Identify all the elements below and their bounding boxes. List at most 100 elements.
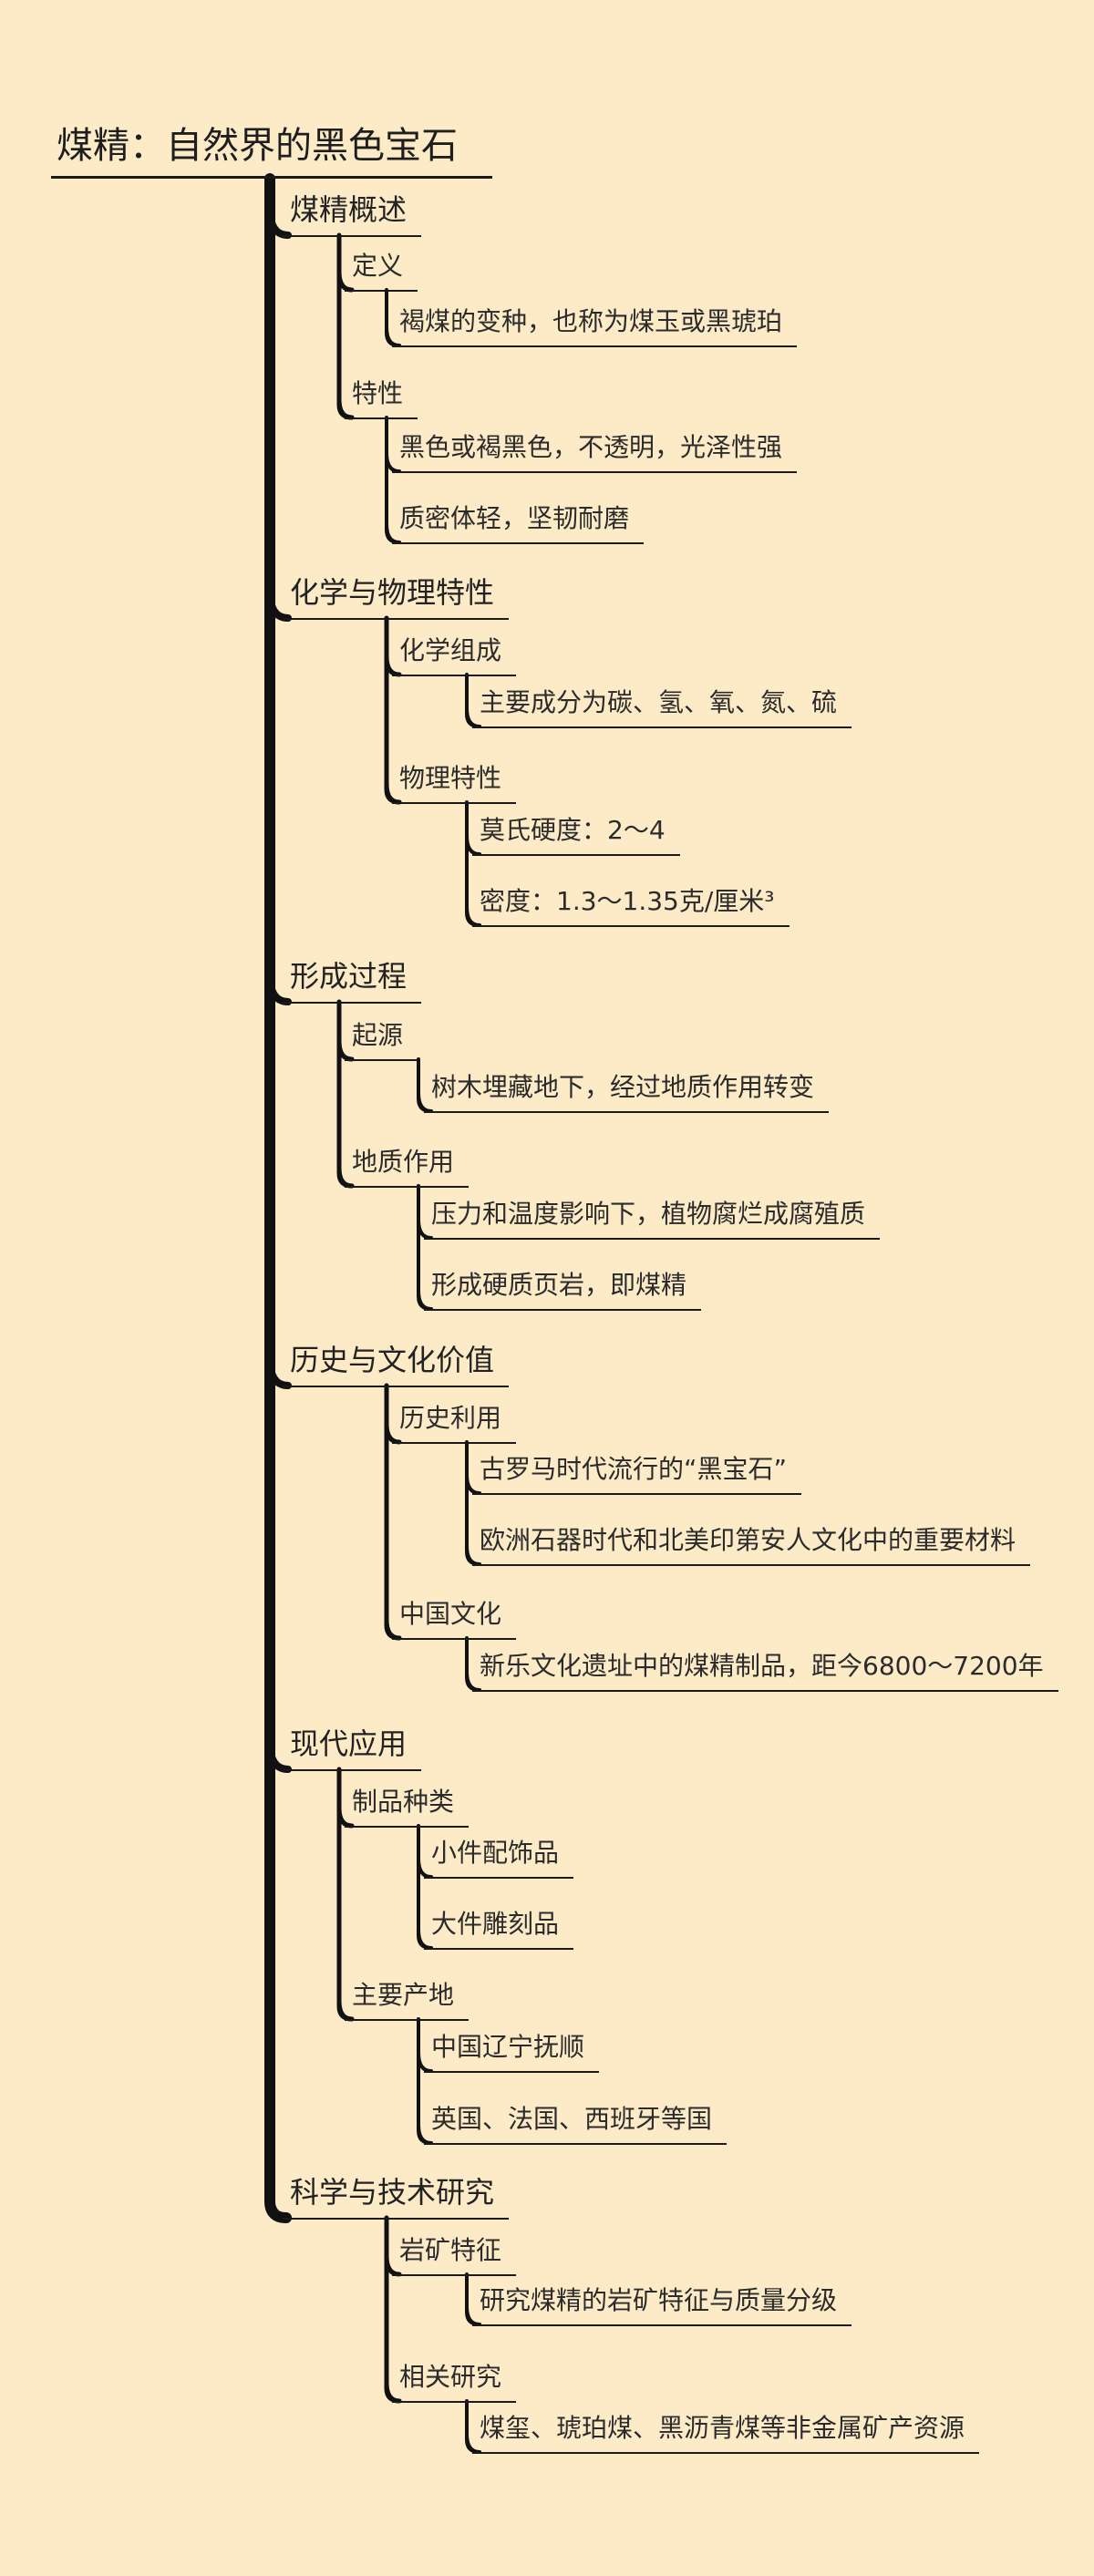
leaf-5-0-0-label: 研究煤精的岩矿特征与质量分级 — [480, 2285, 838, 2315]
leaf-connector-3-0-1 — [465, 1544, 481, 1566]
branch-3[interactable]: 历史与文化价值 — [290, 1345, 494, 1375]
leaf-connector-2-1-0 — [417, 1218, 433, 1240]
topic-0-1[interactable]: 特性 — [352, 381, 403, 407]
branch-2[interactable]: 形成过程 — [290, 962, 407, 991]
leaf-connector-5-1-0 — [465, 2432, 481, 2454]
leaf-2-0-0[interactable]: 树木埋藏地下，经过地质作用转变 — [431, 1075, 814, 1100]
leaf-1-0-0[interactable]: 主要成分为碳、氢、氧、氮、硫 — [480, 690, 837, 716]
leaf-trunk-1-1 — [465, 800, 481, 927]
leaf-1-1-1-label: 密度：1.3～1.35克/厘米³ — [480, 886, 775, 916]
leaf-0-1-0-label: 黑色或褐黑色，不透明，光泽性强 — [399, 432, 783, 462]
leaf-connector-0-1-1 — [385, 522, 401, 544]
branch-connector-1 — [266, 587, 292, 622]
leaf-4-1-0-label: 中国辽宁抚顺 — [431, 2032, 585, 2062]
leaf-0-1-1-underline — [392, 542, 645, 544]
topic-4-1[interactable]: 主要产地 — [352, 1983, 454, 2008]
branch-4-label: 现代应用 — [290, 1726, 408, 1761]
leaf-0-1-0[interactable]: 黑色或褐黑色，不透明，光泽性强 — [399, 435, 782, 460]
leaf-trunk-4-1 — [417, 2017, 433, 2145]
leaf-3-0-1-label: 欧洲石器时代和北美印第安人文化中的重要材料 — [480, 1525, 1017, 1555]
topic-1-0-label: 化学组成 — [399, 635, 502, 665]
topic-4-1-label: 主要产地 — [352, 1980, 455, 2010]
branch-5[interactable]: 科学与技术研究 — [290, 2178, 494, 2207]
leaf-3-1-0[interactable]: 新乐文化遗址中的煤精制品，距今6800～7200年 — [480, 1654, 1044, 1679]
topic-4-0-underline — [345, 1826, 470, 1828]
leaf-4-0-1[interactable]: 大件雕刻品 — [431, 1911, 559, 1937]
leaf-4-1-1[interactable]: 英国、法国、西班牙等国 — [431, 2107, 712, 2132]
sub-connector-0-0 — [336, 269, 355, 293]
topic-5-0-label: 岩矿特征 — [399, 2235, 502, 2265]
topic-5-1[interactable]: 相关研究 — [399, 2365, 501, 2390]
leaf-2-1-0[interactable]: 压力和温度影响下，植物腐烂成腐殖质 — [431, 1201, 865, 1227]
leaf-2-1-1-underline — [424, 1309, 702, 1311]
sub-trunk-2 — [336, 999, 355, 1189]
branch-1[interactable]: 化学与物理特性 — [290, 578, 494, 607]
topic-1-1[interactable]: 物理特性 — [399, 766, 501, 791]
leaf-1-0-0-underline — [472, 726, 852, 728]
leaf-0-1-1[interactable]: 质密体轻，坚韧耐磨 — [399, 506, 629, 531]
topic-4-0-label: 制品种类 — [352, 1787, 455, 1817]
leaf-trunk-2-1 — [417, 1184, 433, 1311]
sub-connector-4-1 — [336, 1998, 355, 2022]
leaf-1-1-1[interactable]: 密度：1.3～1.35克/厘米³ — [480, 889, 775, 914]
leaf-4-1-1-label: 英国、法国、西班牙等国 — [431, 2104, 713, 2134]
leaf-connector-1-0-0 — [465, 706, 481, 728]
leaf-3-0-1[interactable]: 欧洲石器时代和北美印第安人文化中的重要材料 — [480, 1528, 1016, 1553]
topic-1-0[interactable]: 化学组成 — [399, 638, 501, 664]
leaf-3-0-0[interactable]: 古罗马时代流行的“黑宝石” — [480, 1457, 787, 1482]
sub-connector-1-0 — [384, 654, 402, 677]
branch-2-underline — [283, 1002, 422, 1004]
leaf-5-0-0[interactable]: 研究煤精的岩矿特征与质量分级 — [480, 2288, 837, 2313]
topic-2-0[interactable]: 起源 — [352, 1023, 403, 1048]
leaf-0-0-0[interactable]: 褐煤的变种，也称为煤玉或黑琥珀 — [399, 309, 782, 335]
root-title: 煤精：自然界的黑色宝石 — [57, 125, 458, 167]
branch-0-underline — [283, 235, 422, 237]
leaf-2-1-1[interactable]: 形成硬质页岩，即煤精 — [431, 1273, 686, 1298]
leaf-connector-0-1-0 — [385, 451, 401, 473]
leaf-3-0-0-label: 古罗马时代流行的“黑宝石” — [480, 1454, 788, 1484]
leaf-connector-2-1-1 — [417, 1289, 433, 1311]
topic-0-0[interactable]: 定义 — [352, 253, 403, 279]
sub-connector-3-0 — [384, 1421, 402, 1445]
branch-5-label: 科学与技术研究 — [290, 2175, 495, 2210]
branch-1-underline — [283, 618, 510, 620]
leaf-4-0-0-label: 小件配饰品 — [431, 1838, 560, 1868]
topic-5-0[interactable]: 岩矿特征 — [399, 2238, 501, 2263]
leaf-0-0-0-underline — [392, 345, 798, 347]
branch-0-label: 煤精概述 — [290, 192, 408, 227]
leaf-0-1-0-underline — [392, 471, 798, 473]
leaf-4-1-1-underline — [424, 2143, 728, 2145]
branch-4[interactable]: 现代应用 — [290, 1729, 407, 1758]
root-node[interactable]: 煤精：自然界的黑色宝石 — [57, 128, 458, 164]
topic-3-0[interactable]: 历史利用 — [399, 1406, 501, 1431]
topic-4-0[interactable]: 制品种类 — [352, 1789, 454, 1815]
leaf-connector-5-0-0 — [465, 2304, 481, 2326]
leaf-trunk-4-0 — [417, 1824, 433, 1950]
leaf-2-1-1-label: 形成硬质页岩，即煤精 — [431, 1270, 687, 1300]
leaf-3-0-0-underline — [472, 1493, 802, 1495]
topic-2-1[interactable]: 地质作用 — [352, 1149, 454, 1175]
topic-3-1[interactable]: 中国文化 — [399, 1602, 501, 1627]
branch-1-label: 化学与物理特性 — [290, 575, 495, 610]
topic-5-0-underline — [392, 2274, 517, 2276]
leaf-trunk-0-1 — [385, 416, 401, 544]
leaf-1-1-0[interactable]: 莫氏硬度：2～4 — [480, 818, 666, 843]
topic-0-1-underline — [345, 417, 418, 419]
leaf-3-1-0-underline — [472, 1690, 1058, 1692]
topic-3-1-label: 中国文化 — [399, 1599, 502, 1629]
topic-0-1-label: 特性 — [352, 378, 404, 408]
leaf-0-0-0-label: 褐煤的变种，也称为煤玉或黑琥珀 — [399, 306, 783, 336]
trunk-line — [264, 173, 292, 2223]
leaf-5-1-0[interactable]: 煤玺、琥珀煤、黑沥青煤等非金属矿产资源 — [480, 2416, 965, 2441]
leaf-4-1-0[interactable]: 中国辽宁抚顺 — [431, 2035, 584, 2060]
leaf-4-0-0[interactable]: 小件配饰品 — [431, 1840, 559, 1866]
leaf-2-0-0-label: 树木埋藏地下，经过地质作用转变 — [431, 1072, 815, 1102]
sub-connector-1-1 — [384, 781, 402, 805]
sub-connector-5-1 — [384, 2380, 402, 2404]
branch-0[interactable]: 煤精概述 — [290, 195, 407, 224]
leaf-connector-3-1-0 — [465, 1670, 481, 1692]
branch-4-underline — [283, 1769, 422, 1771]
leaf-1-0-0-label: 主要成分为碳、氢、氧、氮、硫 — [480, 687, 838, 717]
